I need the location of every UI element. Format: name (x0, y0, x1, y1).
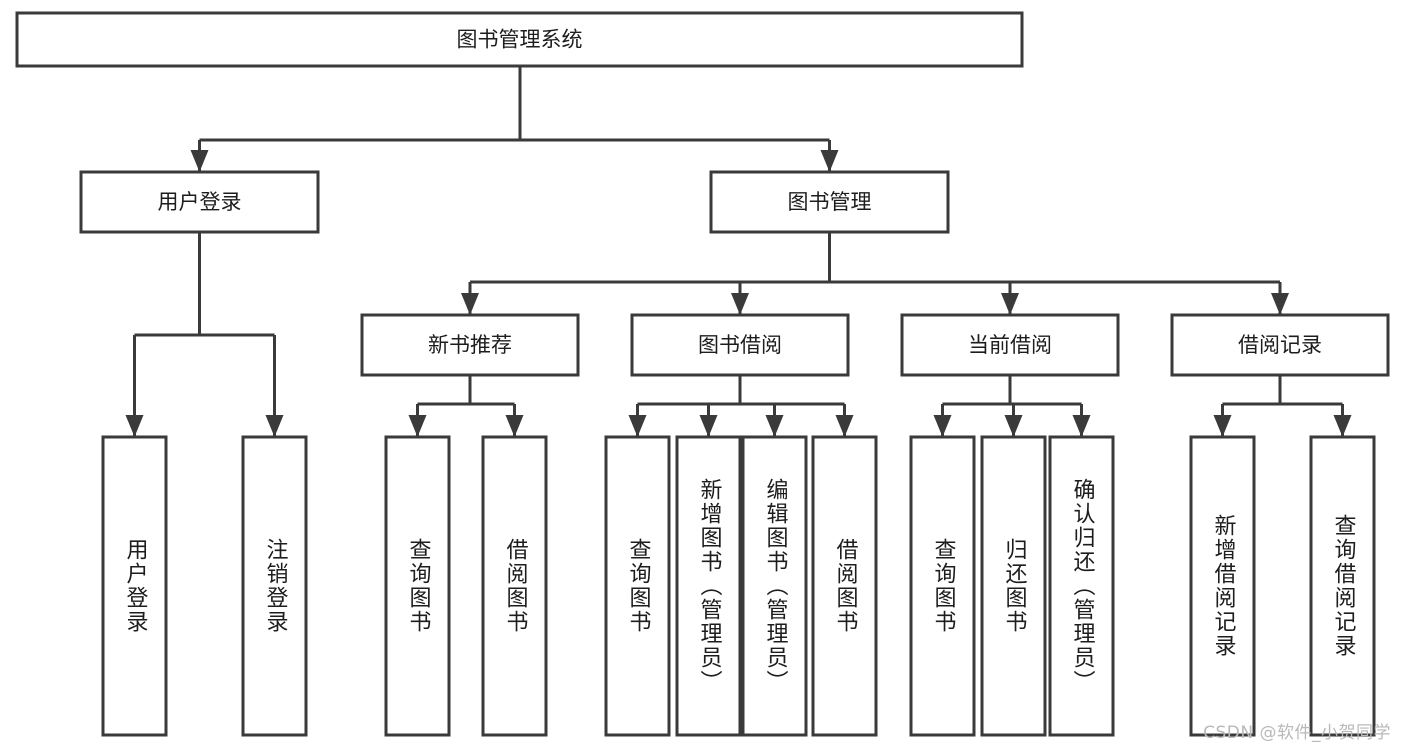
arrow-head-icon (505, 415, 524, 437)
leaf-box-leaf-borrow-book-2 (811, 435, 878, 737)
arrow-head-icon (461, 293, 479, 315)
arrow-head-icon (1004, 415, 1023, 437)
node-box-borrow-record (1170, 313, 1390, 377)
arrow-head-icon (1072, 415, 1091, 437)
node-label-book-borrow: 图书借阅 (698, 333, 782, 357)
node-label-user-login: 用户登录 (158, 190, 242, 214)
arrow-head-icon (1001, 293, 1019, 315)
leaf-box-leaf-query-book-2 (604, 435, 671, 737)
arrow-head-icon (765, 415, 784, 437)
node-boxes-group (15, 11, 1390, 737)
arrow-head-icon (699, 415, 718, 437)
node-box-user-login (79, 170, 320, 234)
node-label-root: 图书管理系统 (457, 28, 583, 52)
arrow-head-icon (731, 293, 749, 315)
leaf-box-leaf-confirm-return (1048, 435, 1115, 737)
leaf-box-leaf-user-login (101, 435, 168, 737)
arrow-head-icon (190, 150, 209, 172)
leaf-box-leaf-add-record (1189, 435, 1256, 737)
arrow-head-icon (408, 415, 427, 437)
leaf-box-leaf-return-book (980, 435, 1047, 737)
connector-lines-group (125, 66, 1352, 437)
arrow-head-icon (1271, 293, 1289, 315)
arrow-head-icon (628, 415, 647, 437)
leaf-box-leaf-edit-book (741, 435, 808, 737)
watermark-text: CSDN @软件_小贺同学 (1203, 723, 1391, 743)
node-box-book-manage (709, 170, 950, 234)
leaf-box-leaf-query-book-1 (384, 435, 451, 737)
arrow-head-icon (835, 415, 854, 437)
arrow-head-icon (1333, 415, 1352, 437)
node-box-book-borrow (630, 313, 850, 377)
leaf-box-leaf-borrow-book-1 (481, 435, 548, 737)
leaf-box-leaf-add-book (675, 435, 742, 737)
leaf-box-leaf-query-record (1309, 435, 1376, 737)
arrow-head-icon (265, 415, 284, 437)
arrow-head-icon (125, 415, 144, 437)
arrow-head-icon (820, 150, 839, 172)
node-label-book-manage: 图书管理 (788, 190, 872, 214)
node-box-root (15, 11, 1024, 68)
arrow-head-icon (1213, 415, 1232, 437)
leaf-box-leaf-query-book-3 (909, 435, 976, 737)
node-label-borrow-record: 借阅记录 (1238, 333, 1322, 357)
node-label-current-borrow: 当前借阅 (968, 333, 1052, 357)
arrow-head-icon (933, 415, 952, 437)
node-box-new-book-recommend (360, 313, 580, 377)
node-label-new-book-recommend: 新书推荐 (428, 333, 512, 357)
node-box-current-borrow (900, 313, 1120, 377)
leaf-box-leaf-user-logout (241, 435, 308, 737)
